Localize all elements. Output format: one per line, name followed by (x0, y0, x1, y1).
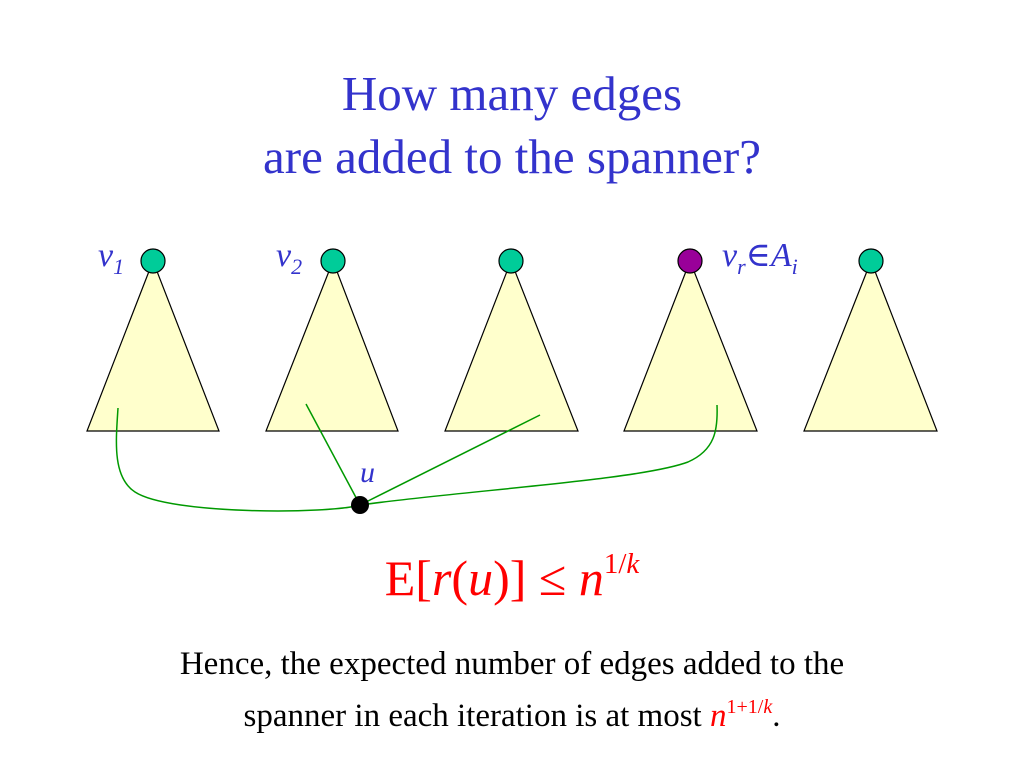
trees (86, 259, 938, 432)
label-v1: v1 (98, 237, 124, 279)
expectation-formula: E[r(u)] ≤ n1/k (384, 548, 640, 606)
label-u: u (360, 456, 375, 489)
edge-u-tree-4 (359, 404, 718, 506)
conclusion-line-2: spanner in each iteration is at most n1+… (243, 696, 781, 734)
u-node (351, 496, 369, 514)
root-node-sampled (677, 248, 703, 274)
label-v2: v2 (276, 237, 302, 279)
edge-u-tree-1 (115, 407, 361, 512)
title-line-2: are added to the spanner? (263, 129, 761, 184)
conclusion-line-1: Hence, the expected number of edges adde… (179, 646, 845, 682)
label-vr-in-ai: vr∈Ai (722, 237, 798, 279)
root-node-2 (320, 248, 346, 274)
conclusion-text: Hence, the expected number of edges adde… (0, 643, 1024, 738)
root-node-5 (858, 248, 884, 274)
slide-title: How many edges are added to the spanner? (0, 62, 1024, 188)
root-nodes (140, 248, 884, 274)
root-node-3 (498, 248, 524, 274)
tree-2 (265, 259, 399, 432)
tree-1 (86, 259, 220, 432)
edges (115, 403, 718, 512)
root-node-1 (140, 248, 166, 274)
edge-u-tree-2 (305, 403, 361, 506)
tree-5 (803, 259, 938, 432)
tree-4 (623, 259, 758, 432)
tree-3 (444, 259, 579, 432)
edge-u-tree-3 (359, 414, 541, 506)
title-line-1: How many edges (341, 66, 683, 121)
